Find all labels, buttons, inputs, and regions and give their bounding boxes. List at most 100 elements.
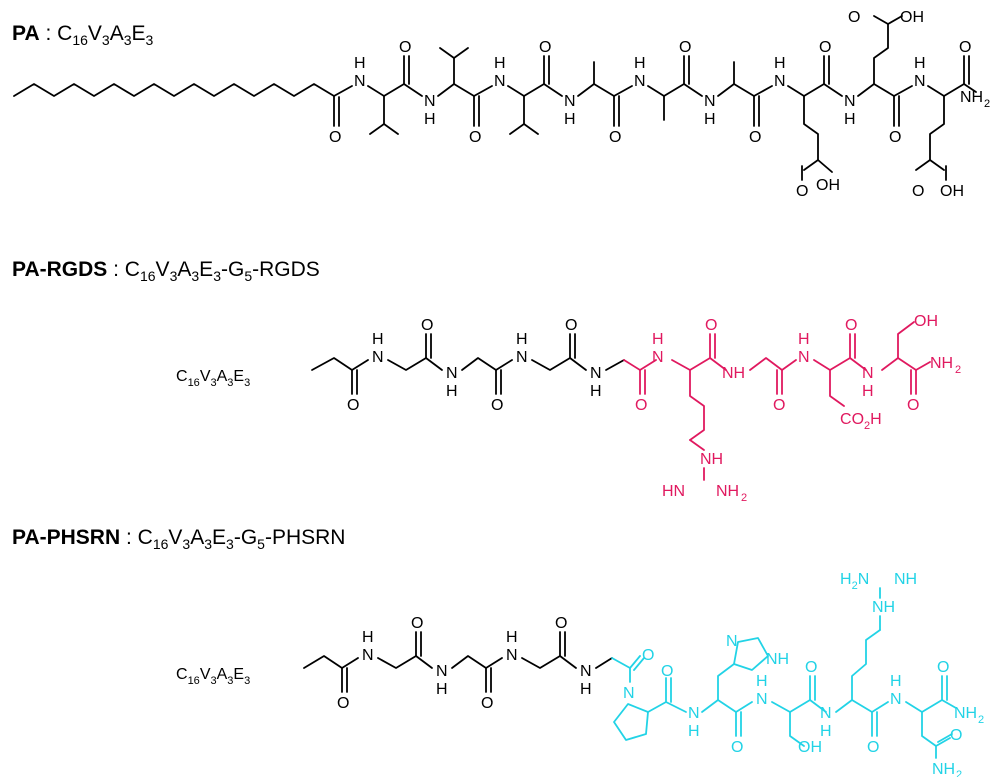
atom-o: O [399,39,411,56]
atom-n: N [774,73,786,90]
atom-o: O [491,397,503,414]
atom-o: O [731,739,743,756]
atom-h: H [688,723,700,740]
separator: : [120,526,138,549]
bond [425,357,443,371]
molecule-name: PA-PHSRN [12,526,121,549]
atom-o: O [565,317,577,334]
bond [639,359,657,371]
bond [333,85,353,97]
bond [341,657,359,669]
atom-nh: NH [766,651,789,668]
atom-h: H [652,331,664,348]
atom-o: O [661,663,673,680]
molecule-name: PA-RGDS [12,258,108,281]
atom-o: O [642,647,654,664]
atom-nh2: NH [954,705,977,722]
formula-part: V [87,22,102,45]
formula-part: -G [220,258,245,281]
atom-h: H [634,55,646,72]
atom-o: O [539,39,551,56]
bond [369,123,399,135]
atom-h: H [580,681,592,698]
bond [437,83,475,97]
bond [633,657,645,671]
atom-o: O [773,397,785,414]
atom-nh: NH [700,451,723,468]
atom-h: H [890,673,902,690]
formula-part: A [190,526,205,549]
bond [605,359,625,371]
atom-o: O [907,397,919,414]
formula-sub: 5 [244,268,253,284]
bond [929,95,945,171]
formula-part: V [168,526,183,549]
bond [473,85,493,97]
atom-oh: OH [816,177,840,194]
bond [485,657,503,669]
bond [367,83,405,97]
atom-o: O [950,727,962,744]
bond [613,85,633,97]
atom-o: O [705,317,717,334]
header-pa: PA : C16V3A3E3 [12,22,153,48]
atom-nh: NH [894,571,917,588]
bond [789,711,805,747]
alkyl-chain [13,83,335,97]
bond [803,95,819,171]
atom-h: H [424,111,436,128]
proline-ring [613,703,649,741]
formula-part: C [124,258,140,281]
formula-sub: 3 [182,536,191,552]
bond [377,655,417,669]
atom-o: O [469,129,481,146]
bond [915,159,931,171]
atom-o: O [555,615,567,632]
bond [569,357,587,371]
bond [629,655,641,669]
atom-co2h: CO2H [840,411,882,432]
formula-sub: 3 [123,32,132,48]
formula-part: C [57,22,73,45]
formula-sub: 3 [213,268,221,284]
bond [873,23,889,85]
atom-hn: HN [662,483,685,500]
bond [893,85,913,97]
atom-o: O [912,183,924,200]
bond [871,701,889,713]
bond [809,699,827,713]
atom-n: N [494,73,506,90]
formula-sub: 5 [257,536,265,552]
formula-sub: 3 [191,268,200,284]
bond [559,655,577,669]
atom-sub: 2 [978,714,984,726]
bond [915,361,931,371]
bond [701,699,737,713]
atom-n: N [862,365,874,382]
atom-o: O [845,317,857,334]
atom-o: O [421,317,433,334]
bond [451,655,487,669]
bond [415,655,433,669]
formula-sub: 3 [101,32,110,48]
atom-sub: 2 [955,364,961,376]
atom-o: O [819,39,831,56]
atom-n: N [580,663,592,680]
atom-o: O [805,659,817,676]
formula-sub: 3 [169,268,178,284]
atom-n: N [516,349,528,366]
formula-part: V [155,258,170,281]
atom-sub: 2 [956,769,962,777]
atom-n: N [436,663,448,680]
atom-h: H [590,383,602,400]
atom-nh2: NH [716,483,739,500]
atom-h: H [354,55,366,72]
atom-oh: OH [940,183,964,200]
header-pa-phsrn: PA-PHSRN : C16V3A3E3-G5-PHSRN [12,526,346,552]
bond [439,47,469,59]
atom-h: H [704,111,716,128]
formula-part: A [177,258,192,281]
formula-part: -PHSRN [264,526,346,549]
bond [753,85,773,97]
